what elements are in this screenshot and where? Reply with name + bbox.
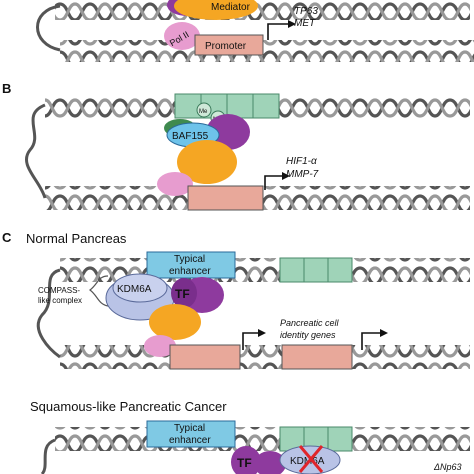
baf155-label: BAF155 [172, 131, 209, 142]
dna-loop [40, 438, 56, 474]
promoter-box [187, 185, 264, 211]
gene-label: MET [294, 18, 316, 29]
enhancer-label: Typical [174, 254, 205, 265]
orange-protein [177, 140, 237, 184]
gene-label: MMP-7 [286, 169, 319, 180]
nucleosome [279, 257, 305, 283]
tf-protein [171, 278, 197, 308]
typical-enhancer-box [146, 251, 236, 279]
arrow-head [380, 329, 388, 337]
enhancer-label: enhancer [169, 266, 211, 277]
panel-c-normal: C Normal Pancreas Typical enhancer COMPA… [2, 230, 470, 370]
transcription-arrow [242, 332, 258, 350]
methyl-mark [196, 102, 212, 118]
purple-protein [206, 114, 250, 150]
normal-pancreas-title: Normal Pancreas [26, 231, 127, 246]
nucleosome [327, 426, 353, 452]
identity-genes-label: Pancreatic cell [280, 318, 340, 328]
panel-c-cancer: Squamous-like Pancreatic Cancer Typical … [30, 399, 470, 474]
panel-letter: C [2, 230, 12, 245]
dna-loop [36, 268, 61, 359]
purple-protein [254, 451, 286, 474]
transcription-arrow [264, 175, 282, 190]
dna-strand [60, 345, 470, 369]
loss-cross-icon [298, 445, 324, 473]
compass-bracket [89, 275, 109, 307]
panel-b: B Me Me BAF155 HIF1-α MMP-7 [2, 81, 470, 211]
promoter-label: Promoter [205, 41, 247, 52]
tf-label: TF [237, 456, 252, 470]
arrow-head [282, 172, 290, 180]
mediator-complex [174, 0, 258, 20]
arrow-head [258, 329, 266, 337]
orange-protein [149, 304, 201, 340]
delta-np63-label: ΔNp63 [433, 462, 462, 472]
promoter-box [169, 344, 241, 370]
kdm6a-protein [112, 273, 168, 303]
gene-label: TP63 [294, 6, 318, 17]
typical-enhancer-box [146, 420, 236, 448]
kdm6a-label: KDM6A [117, 284, 152, 295]
pink-protein [144, 335, 176, 357]
pink-protein [157, 172, 193, 196]
methyl-label: Me [199, 109, 208, 115]
nucleosome-array [279, 257, 353, 283]
dna-loop [36, 4, 61, 52]
dna-loop [24, 103, 47, 199]
nucleosome [174, 93, 202, 119]
promoter-box [194, 34, 264, 56]
transcription-arrow [361, 332, 380, 350]
compass-label: like complex [38, 296, 82, 305]
tf-protein [231, 446, 261, 474]
promoter-box [281, 344, 353, 370]
enhancer-label: enhancer [169, 435, 211, 446]
panel-letter: B [2, 81, 11, 96]
arrow-head [288, 20, 296, 28]
dna-strand [55, 427, 470, 451]
nucleosome [327, 257, 353, 283]
compass-label: COMPASS- [38, 286, 80, 295]
identity-genes-label: identity genes [280, 330, 336, 340]
enhancer-label: Typical [174, 423, 205, 434]
pol2-protein [164, 22, 200, 50]
cancer-title: Squamous-like Pancreatic Cancer [30, 399, 227, 414]
panel-a: Mediator Pol II Promoter TP63 MET [36, 0, 474, 62]
transcription-arrow [267, 23, 288, 40]
nucleosome [303, 257, 329, 283]
mediator-label: Mediator [211, 2, 251, 13]
dna-strand [60, 40, 474, 62]
tf-label: TF [175, 287, 190, 301]
gene-label: HIF1-α [286, 156, 317, 167]
dna-strand [55, 0, 470, 20]
nucleosome [252, 93, 280, 119]
